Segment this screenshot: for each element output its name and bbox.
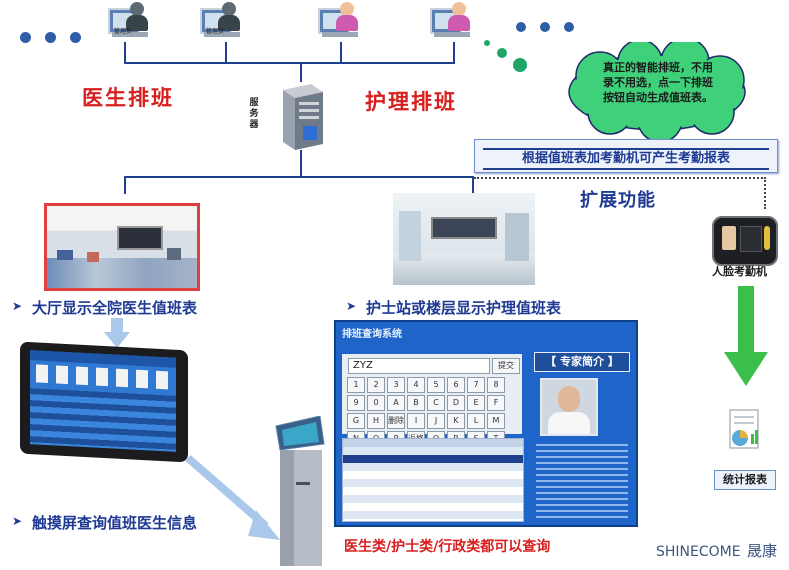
- intro-header: 【 专家简介 】: [534, 352, 630, 372]
- key-button[interactable]: K: [447, 413, 465, 429]
- dotted-line: [764, 177, 766, 209]
- key-button[interactable]: 9: [347, 395, 365, 411]
- key-button[interactable]: 1: [347, 377, 365, 393]
- network-line: [453, 42, 455, 64]
- key-button[interactable]: 4: [407, 377, 425, 393]
- key-button[interactable]: 删除: [387, 413, 405, 429]
- key-button[interactable]: B: [407, 395, 425, 411]
- nurse-station-2: [430, 2, 480, 42]
- touch-kiosk: [268, 415, 328, 566]
- nurse-schedule-title: 护理排班: [365, 89, 457, 114]
- nurse-caption: 护士站或楼层显示护理值班表: [366, 299, 562, 317]
- key-button[interactable]: A: [387, 395, 405, 411]
- stats-report-label: 统计报表: [714, 470, 776, 490]
- hall-photo: [44, 203, 200, 291]
- expert-photo: [540, 378, 598, 436]
- arrow-bullet: ➤: [346, 299, 357, 313]
- down-arrow-green: [724, 286, 768, 386]
- decor-dot: [484, 40, 490, 46]
- server-icon: [277, 82, 329, 152]
- speech-cloud: [568, 42, 746, 142]
- admin-station-1: 管理员: [108, 2, 158, 42]
- query-caption: 医生类/护士类/行政类都可以查询: [344, 539, 551, 555]
- stats-report-icon: [724, 408, 764, 454]
- decor-dot: [45, 32, 56, 43]
- brand-text: SHINECOME: [656, 544, 741, 560]
- nurse-station-1: [318, 2, 368, 42]
- panel-title: 排班查询系统: [342, 329, 402, 340]
- network-line: [472, 176, 474, 194]
- key-button[interactable]: E: [467, 395, 485, 411]
- decor-dot: [497, 48, 507, 58]
- key-button[interactable]: M: [487, 413, 505, 429]
- station-label: 管理员: [114, 28, 133, 35]
- key-button[interactable]: 8: [487, 377, 505, 393]
- report-banner: 根据值班表加考勤机可产生考勤报表: [474, 139, 778, 173]
- brand-cn: 晟康: [747, 542, 778, 560]
- key-button[interactable]: D: [447, 395, 465, 411]
- decor-dot: [564, 22, 574, 32]
- hall-display-screen: [20, 341, 188, 463]
- hall-caption: 大厅显示全院医生值班表: [32, 299, 198, 317]
- keyboard-area: ZYZ 提交 1234567890ABCDEFGH删除IJKLMNOP返格QRS…: [342, 354, 522, 465]
- results-table: [342, 438, 524, 522]
- touch-caption: 触摸屏查询值班医生信息: [32, 514, 198, 532]
- network-line: [225, 42, 227, 64]
- key-button[interactable]: G: [347, 413, 365, 429]
- diagonal-arrow: [185, 454, 280, 540]
- down-arrow-blue: [104, 318, 130, 348]
- face-device-label: 人脸考勤机: [712, 265, 767, 278]
- network-line: [124, 176, 474, 178]
- network-line: [340, 42, 342, 64]
- admin-station-2: 管理员: [200, 2, 250, 42]
- submit-button[interactable]: 提交: [492, 358, 520, 374]
- key-button[interactable]: J: [427, 413, 445, 429]
- nurse-station-photo: [393, 193, 535, 285]
- extension-title: 扩展功能: [580, 190, 656, 211]
- key-button[interactable]: 7: [467, 377, 485, 393]
- dotted-line: [474, 177, 766, 179]
- key-button[interactable]: C: [427, 395, 445, 411]
- doctor-schedule-title: 医生排班: [82, 85, 174, 110]
- decor-dot: [70, 32, 81, 43]
- server-label: 服务器: [249, 98, 259, 130]
- key-button[interactable]: 6: [447, 377, 465, 393]
- brand-logo: SHINECOME 晟康: [656, 540, 777, 561]
- station-label: 管理员: [206, 28, 225, 35]
- network-line: [124, 62, 455, 64]
- decor-dot: [516, 22, 526, 32]
- decor-dot: [540, 22, 550, 32]
- face-attendance-device: [712, 216, 778, 266]
- key-button[interactable]: F: [487, 395, 505, 411]
- decor-dot: [20, 32, 31, 43]
- query-input[interactable]: ZYZ: [348, 358, 490, 374]
- report-banner-text: 根据值班表加考勤机可产生考勤报表: [483, 148, 769, 170]
- network-line: [124, 42, 126, 64]
- key-button[interactable]: I: [407, 413, 425, 429]
- key-button[interactable]: H: [367, 413, 385, 429]
- key-button[interactable]: 3: [387, 377, 405, 393]
- network-line: [300, 150, 302, 178]
- network-line: [300, 62, 302, 82]
- arrow-bullet: ➤: [12, 299, 23, 313]
- touch-query-panel: 排班查询系统 ZYZ 提交 1234567890ABCDEFGH删除IJKLMN…: [334, 320, 638, 527]
- key-button[interactable]: 0: [367, 395, 385, 411]
- decor-dot: [513, 58, 527, 72]
- cloud-text: 真正的智能排班，不用录不用选，点一下排班按钮自动生成值班表。: [603, 61, 713, 104]
- key-button[interactable]: 5: [427, 377, 445, 393]
- key-button[interactable]: L: [467, 413, 485, 429]
- expert-info: [536, 440, 628, 518]
- key-button[interactable]: 2: [367, 377, 385, 393]
- arrow-bullet: ➤: [12, 514, 23, 528]
- network-line: [124, 176, 126, 194]
